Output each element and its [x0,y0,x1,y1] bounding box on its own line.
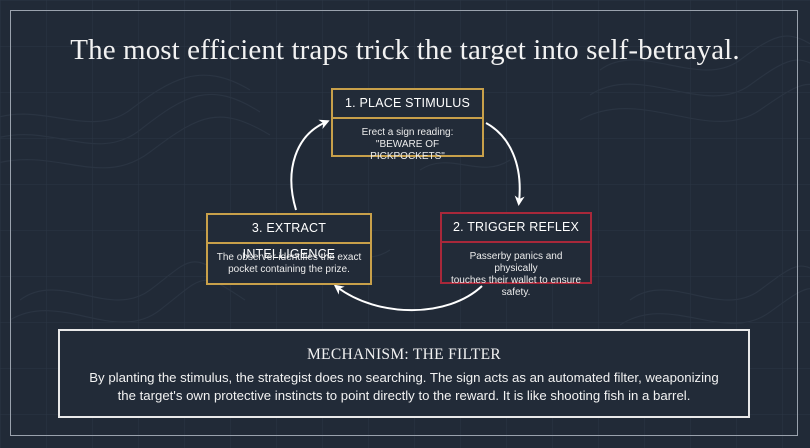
step-2-description-line-2: touches their wallet to ensure safety. [450,275,582,298]
mechanism-panel: MECHANISM: THE FILTER By planting the st… [58,329,750,418]
arrow-step1-to-step2 [485,122,525,206]
mechanism-text-line-1: By planting the stimulus, the strategist… [89,370,719,385]
arrow-step3-to-step1 [290,119,330,211]
slide-title: The most efficient traps trick the targe… [70,34,740,66]
step-2-label: 2. TRIGGER REFLEX [442,214,590,243]
arrow-step2-to-step3 [333,284,483,312]
step-1-description-line-2: "BEWARE OF PICKPOCKETS" [370,139,445,162]
step-3-extract-intelligence-card: 3. EXTRACT INTELLIGENCE The observer ide… [206,213,372,285]
step-2-description-line-1: Passerby panics and physically [469,251,563,274]
mechanism-title: MECHANISM: THE FILTER [306,346,502,363]
topographic-contours [0,35,810,326]
step-3-description-line-2: pocket containing the prize. [228,264,350,275]
step-1-place-stimulus-card: 1. PLACE STIMULUS Erect a sign reading: … [331,88,484,162]
mechanism-text-line-2: the target's own protective instincts to… [117,388,691,403]
slide-frame [10,10,798,436]
step-3-label: 3. EXTRACT INTELLIGENCE [208,215,370,261]
step-3-description-line-1: The observer identifies the exact [216,252,362,263]
step-1-label: 1. PLACE STIMULUS [333,90,482,119]
step-2-trigger-reflex-card: 2. TRIGGER REFLEX Passerby panics and ph… [440,212,592,298]
step-1-description-line-1: Erect a sign reading: [361,127,454,138]
